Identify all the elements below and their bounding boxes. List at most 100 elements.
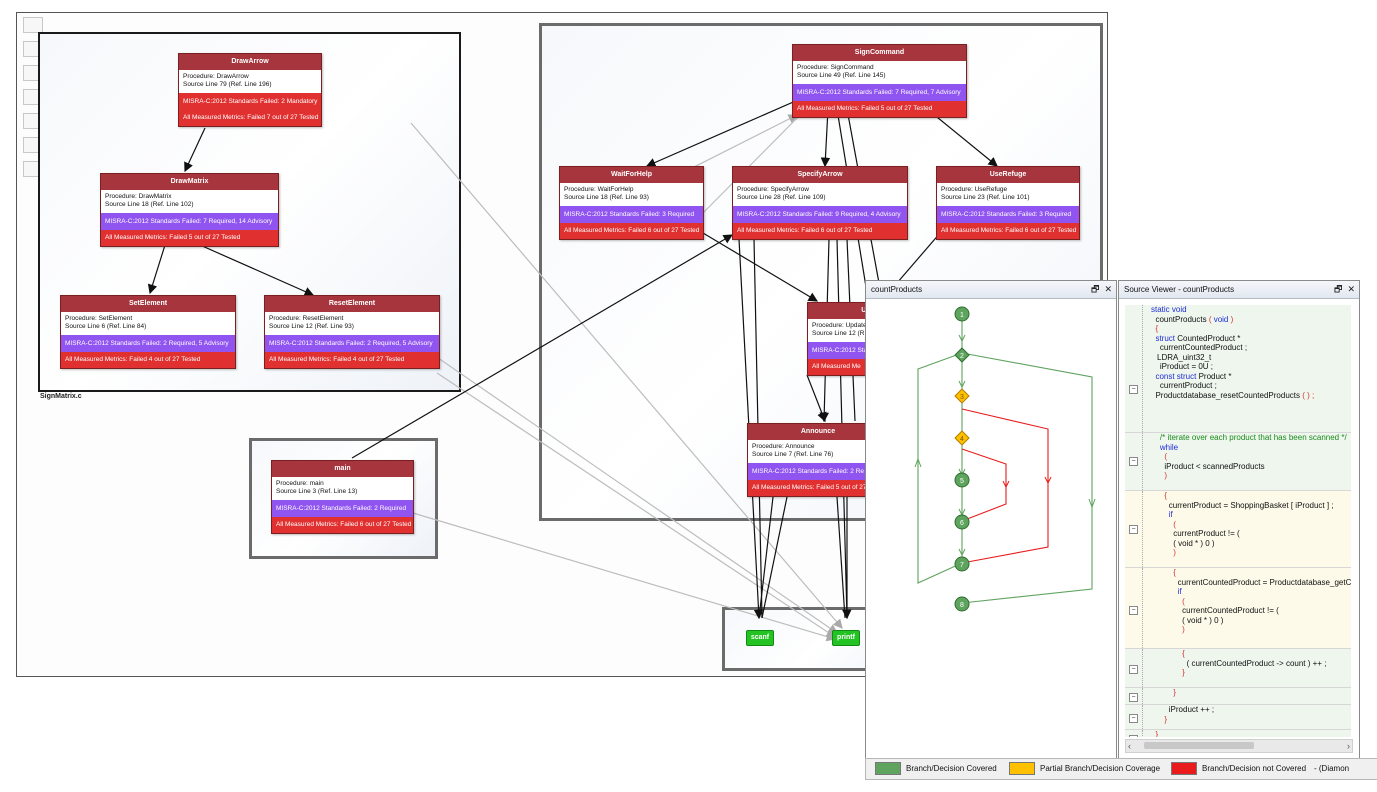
- node-procedure: Procedure: SignCommand: [797, 64, 874, 71]
- node-procedure: Procedure: DrawArrow: [183, 73, 249, 80]
- node-source-line: Source Line 3 (Ref. Line 13): [276, 488, 358, 495]
- code-block: − static void countProducts ( void ) { s…: [1125, 305, 1351, 433]
- scroll-right-icon[interactable]: ›: [1347, 741, 1350, 751]
- node-title: SetElement: [61, 296, 235, 312]
- code-block: − { ( currentCountedProduct -> count ) +…: [1125, 649, 1351, 688]
- restore-icon[interactable]: 🗗: [1334, 284, 1343, 294]
- file-group-label: SignMatrix.c: [40, 393, 82, 400]
- partial-swatch: [1009, 762, 1035, 776]
- node-procedure: Procedure: WaitForHelp: [564, 186, 634, 193]
- code-block: − }: [1125, 688, 1351, 705]
- flowgraph-panel-title-bar: countProducts 🗗 ✕: [866, 281, 1116, 299]
- legend-item-covered: Branch/Decision Covered: [875, 762, 997, 776]
- node-title: UseRefuge: [937, 167, 1079, 183]
- node-procedure: Procedure: DrawMatrix: [105, 193, 172, 200]
- expand-collapse-icon[interactable]: −: [1129, 735, 1138, 737]
- flow-node-5: 5: [960, 478, 964, 485]
- flowgraph[interactable]: 1 2 3 4 5 6 7 8: [866, 299, 1116, 777]
- node-source-line: Source Line 7 (Ref. Line 76): [752, 451, 834, 458]
- node-metrics: All Measured Metrics: Failed 5 out of 27…: [793, 101, 966, 117]
- covered-swatch: [875, 762, 901, 776]
- expand-collapse-icon[interactable]: −: [1129, 606, 1138, 615]
- code-block: − /* iterate over each product that has …: [1125, 433, 1351, 491]
- flow-node-3: 3: [960, 394, 964, 401]
- flow-node-6: 6: [960, 520, 964, 527]
- node-title: ResetElement: [265, 296, 439, 312]
- node-procedure: Procedure: Announce: [752, 443, 815, 450]
- legend-item-diamond: - (Diamon: [1314, 764, 1350, 773]
- node-source-line: Source Line 28 (Ref. Line 109): [737, 194, 826, 201]
- code-block: − }: [1125, 730, 1351, 737]
- node-metrics: All Measured Metrics: Failed 4 out of 27…: [61, 352, 235, 368]
- node-metrics: All Measured Metrics: Failed 5 out of 27: [748, 480, 888, 496]
- code-block: − iProduct ++ ; }: [1125, 705, 1351, 730]
- source-code-area[interactable]: − static void countProducts ( void ) { s…: [1125, 305, 1351, 737]
- node-misra: MISRA-C:2012 Standards Failed: 7 Require…: [793, 84, 966, 101]
- close-icon[interactable]: ✕: [1347, 284, 1355, 294]
- node-source-line: Source Line 12 (R: [812, 330, 865, 337]
- expand-collapse-icon[interactable]: −: [1129, 525, 1138, 534]
- flow-node-2: 2: [960, 353, 964, 360]
- expand-collapse-icon[interactable]: −: [1129, 714, 1138, 723]
- library-node-scanf[interactable]: scanf: [746, 630, 774, 646]
- code-block: − { currentCountedProduct = Productdatab…: [1125, 568, 1351, 649]
- node-title: main: [272, 461, 413, 477]
- node-procedure: Procedure: Update: [812, 322, 867, 329]
- node-procedure: Procedure: UseRefuge: [941, 186, 1008, 193]
- scroll-left-icon[interactable]: ‹: [1128, 741, 1131, 751]
- expand-collapse-icon[interactable]: −: [1129, 665, 1138, 674]
- node-source-line: Source Line 12 (Ref. Line 93): [269, 323, 354, 330]
- node-misra: MISRA-C:2012 Standards Failed: 7 Require…: [101, 213, 278, 230]
- node-title: Announce: [748, 424, 888, 440]
- legend-item-partial: Partial Branch/Decision Coverage: [1009, 762, 1160, 776]
- node-metrics: All Measured Metrics: Failed 4 out of 27…: [265, 352, 439, 368]
- library-node-printf[interactable]: printf: [832, 630, 860, 646]
- node-misra: MISRA-C:2012 Standards Failed: 2 Mandato…: [179, 93, 321, 110]
- node-title: DrawMatrix: [101, 174, 278, 190]
- node-title: SpecifyArrow: [733, 167, 907, 183]
- node-title: WaitForHelp: [560, 167, 703, 183]
- node-misra: MISRA-C:2012 Standards Failed: 2 Require…: [265, 335, 439, 352]
- flow-node-1: 1: [960, 312, 964, 319]
- node-misra: MISRA-C:2012 Standards Failed: 2 Require…: [61, 335, 235, 352]
- flow-node-4: 4: [960, 436, 964, 443]
- node-source-line: Source Line 79 (Ref. Line 196): [183, 81, 272, 88]
- node-source-line: Source Line 18 (Ref. Line 102): [105, 201, 194, 208]
- node-misra: MISRA-C:2012 Standards Failed: 2 Re: [748, 463, 888, 480]
- node-source-line: Source Line 23 (Ref. Line 101): [941, 194, 1030, 201]
- not-covered-swatch: [1171, 762, 1197, 776]
- code-block: − { currentProduct = ShoppingBasket [ iP…: [1125, 491, 1351, 568]
- source-viewer-panel: Source Viewer - countProducts 🗗✕ − stati…: [1118, 280, 1360, 780]
- node-metrics: All Measured Metrics: Failed 6 out of 27…: [733, 223, 907, 239]
- horizontal-scrollbar[interactable]: ‹ ›: [1125, 739, 1353, 753]
- coverage-legend: Branch/Decision Covered Partial Branch/D…: [865, 758, 1377, 780]
- node-source-line: Source Line 6 (Ref. Line 84): [65, 323, 147, 330]
- node-misra: MISRA-C:2012 Standards Failed: 2 Require…: [272, 500, 413, 517]
- flowgraph-panel: countProducts 🗗 ✕: [865, 280, 1117, 780]
- close-icon[interactable]: ✕: [1104, 284, 1112, 294]
- tool-button[interactable]: [23, 17, 43, 33]
- flow-node-8: 8: [960, 602, 964, 609]
- scrollbar-thumb[interactable]: [1144, 742, 1254, 749]
- node-misra: MISRA-C:2012 Standards Failed: 3 Require…: [560, 206, 703, 223]
- restore-icon[interactable]: 🗗: [1091, 284, 1100, 294]
- node-metrics: All Measured Metrics: Failed 6 out of 27…: [937, 223, 1079, 239]
- node-title: DrawArrow: [179, 54, 321, 70]
- expand-collapse-icon[interactable]: −: [1129, 457, 1138, 466]
- node-procedure: Procedure: ResetElement: [269, 315, 344, 322]
- node-title: SignCommand: [793, 45, 966, 61]
- flowgraph-panel-title: countProducts: [871, 285, 923, 294]
- expand-collapse-icon[interactable]: −: [1129, 693, 1138, 702]
- expand-collapse-icon[interactable]: −: [1129, 385, 1138, 394]
- node-procedure: Procedure: SetElement: [65, 315, 133, 322]
